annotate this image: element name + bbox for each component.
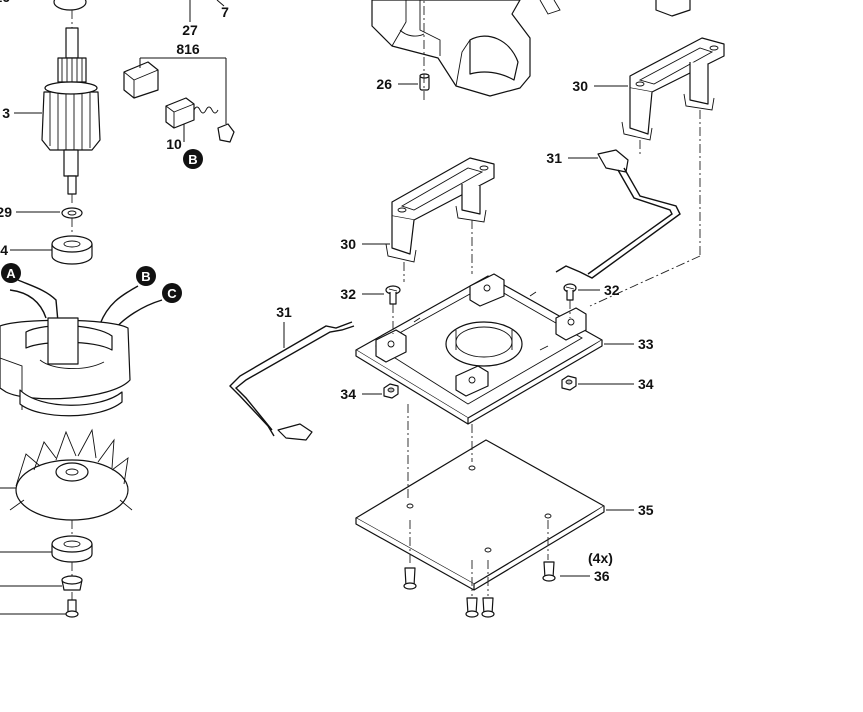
marker-b-brush: B <box>183 149 203 169</box>
label-3: 3 <box>2 105 10 121</box>
screw-32-left <box>362 285 401 305</box>
screw-36-set <box>403 561 590 618</box>
spring-clip-31-right <box>555 149 681 279</box>
brush-set-816 <box>123 57 235 143</box>
part-labels: 16 27 7 816 3 10 29 14 26 30 31 30 32 32… <box>0 0 654 584</box>
label-30-lower: 30 <box>340 236 356 252</box>
label-30-upper: 30 <box>572 78 588 94</box>
label-4x: (4x) <box>588 550 613 566</box>
label-29: 29 <box>0 204 12 220</box>
marker-c-text: C <box>167 286 177 301</box>
label-34-left: 34 <box>340 386 356 402</box>
nut-34-right <box>561 375 634 391</box>
fan <box>9 428 133 534</box>
base-plate-33 <box>355 273 634 425</box>
marker-c: C <box>162 283 182 303</box>
nut-34-left <box>362 383 399 399</box>
lower-bearing <box>51 535 93 576</box>
marker-a-text: A <box>6 266 16 281</box>
label-816: 816 <box>176 41 200 57</box>
lower-screw <box>65 599 79 618</box>
support-bracket-30-upper <box>594 37 725 141</box>
label-27: 27 <box>182 22 198 38</box>
spring-clip-31-left <box>229 321 355 441</box>
marker-b-coil-text: B <box>141 269 150 284</box>
label-26: 26 <box>376 76 392 92</box>
pin-26 <box>398 73 430 91</box>
label-31-right: 31 <box>546 150 562 166</box>
label-33: 33 <box>638 336 654 352</box>
label-7: 7 <box>221 4 229 20</box>
alignment-lines <box>392 0 701 596</box>
screw-32-right <box>563 283 600 301</box>
armature-assembly <box>41 0 101 206</box>
label-32-right: 32 <box>604 282 620 298</box>
label-36: 36 <box>594 568 610 584</box>
bearing-14 <box>51 235 93 265</box>
marker-b-coil: B <box>136 266 156 286</box>
label-10: 10 <box>166 136 182 152</box>
support-bracket-30-lower <box>362 157 495 263</box>
marker-a: A <box>1 263 21 283</box>
label-34-right: 34 <box>638 376 654 392</box>
label-35: 35 <box>638 502 654 518</box>
washer-29 <box>61 207 83 234</box>
field-coil <box>0 279 163 417</box>
housing-bottom <box>371 0 691 97</box>
label-32-left: 32 <box>340 286 356 302</box>
sanding-pad-35 <box>355 439 634 591</box>
label-14: 14 <box>0 242 8 258</box>
marker-b-brush-text: B <box>188 152 197 167</box>
lower-washer <box>61 575 83 600</box>
label-top-left: 16 <box>0 0 10 5</box>
label-31-left: 31 <box>276 304 292 320</box>
